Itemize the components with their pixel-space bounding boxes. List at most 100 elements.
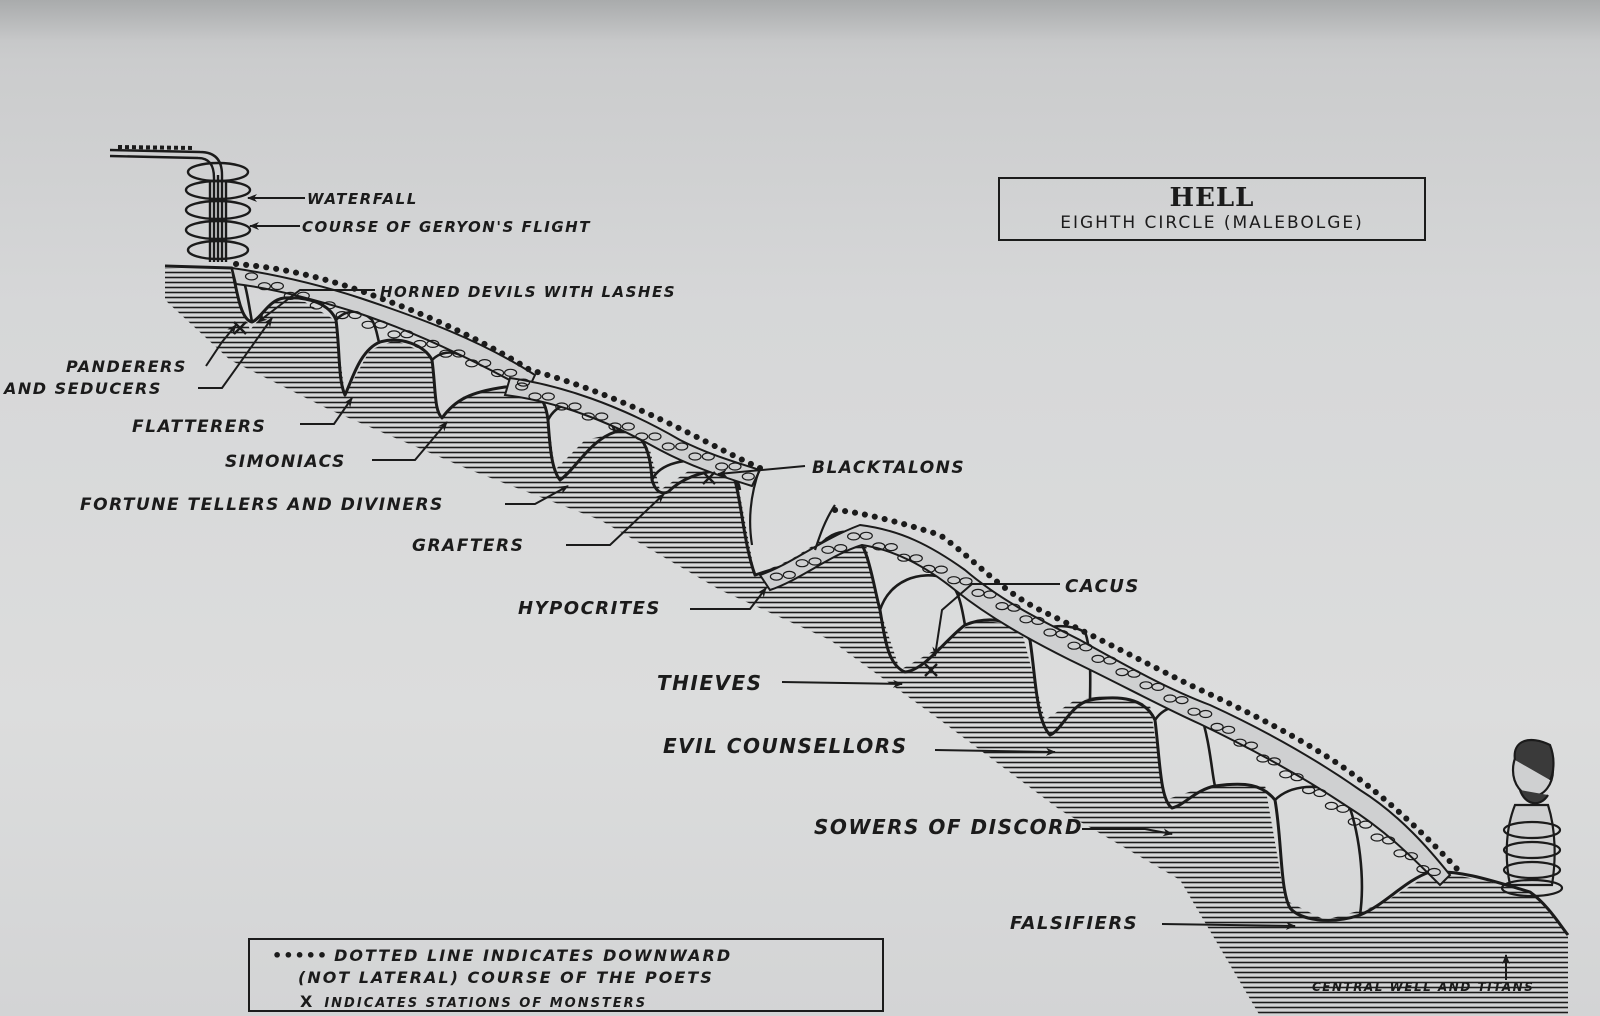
cobble-stone: [846, 532, 861, 541]
legend-box: ••••• DOTTED LINE INDICATES DOWNWARD (NOT…: [248, 938, 884, 1012]
cobble-stone: [322, 301, 336, 310]
label-cacus: CACUS: [1065, 576, 1140, 597]
leader-cacus: [932, 583, 1060, 657]
leader-simoniacs: [372, 421, 448, 461]
cobble-stone: [795, 559, 809, 568]
cobble-stone: [1301, 785, 1316, 795]
cobble-stone: [1370, 833, 1384, 842]
cobble-stone: [782, 570, 796, 580]
cobble-stone: [1175, 695, 1189, 705]
cobble-stone: [1404, 852, 1419, 861]
cobble-stone: [1031, 616, 1045, 626]
cobble-stone: [1233, 738, 1247, 747]
legend-line-1: DOTTED LINE INDICATES DOWNWARD: [334, 946, 733, 965]
legend-line-2: (NOT LATERAL) COURSE OF THE POETS: [298, 968, 714, 987]
cobble-stone: [335, 311, 349, 320]
cobble-stone: [257, 282, 271, 291]
cobble-stone: [621, 422, 635, 431]
cobble-stone: [452, 349, 466, 358]
station-mark-cacus: [924, 663, 938, 677]
title-box: HELL EIGHTH CIRCLE (MALEBOLGE): [998, 177, 1426, 241]
cobble-stone: [348, 310, 362, 320]
cobble-stone: [728, 462, 742, 471]
label-blacktalons: BLACKTALONS: [812, 458, 965, 478]
cobble-stone: [541, 392, 555, 401]
leader-horned-devils: [257, 289, 375, 323]
cobble-stone: [1416, 864, 1430, 874]
cobble-stone: [296, 291, 310, 300]
cobble-stone: [1359, 820, 1373, 829]
cobble-stone: [1290, 773, 1304, 782]
cobble-stone: [283, 291, 297, 300]
cobble-stone: [608, 422, 622, 431]
label-flatterers: FLATTERERS: [132, 417, 266, 437]
cobble-stone: [491, 368, 505, 378]
cobble-stone: [859, 531, 873, 540]
cobble-stone: [1151, 682, 1165, 692]
cobble-stone: [1221, 725, 1236, 734]
cobble-stone: [1079, 643, 1093, 652]
cobble-stone: [635, 432, 649, 441]
label-fortune-tellers: FORTUNE TELLERS AND DIVINERS: [80, 495, 444, 515]
leader-flatterers: [300, 397, 353, 425]
leader-evil-counsellors: [934, 747, 1056, 756]
label-horned-devils: HORNED DEVILS WITH LASHES: [380, 283, 676, 301]
cobble-stone: [374, 320, 388, 329]
cobble-stone: [769, 572, 784, 581]
title-main: HELL: [1169, 183, 1255, 213]
cobble-stone: [1393, 849, 1407, 858]
cobble-stone: [1055, 629, 1069, 639]
cobble-stone: [504, 368, 518, 377]
cobble-stone: [361, 320, 375, 329]
cobble-stone: [909, 554, 923, 563]
legend-x-glyph: X: [300, 992, 315, 1011]
titan-figure: [1500, 738, 1564, 898]
cobble-stone: [648, 432, 662, 441]
cobble-stone: [1007, 603, 1021, 612]
cobble-stone: [688, 452, 702, 461]
label-seducers: AND SEDUCERS: [2, 379, 162, 398]
legend-line-3: INDICATES STATIONS OF MONSTERS: [324, 996, 648, 1011]
cobble-stone: [1127, 669, 1141, 678]
leader-hypocrites: [690, 587, 767, 610]
cobble-stone: [808, 557, 822, 566]
cobble-stone: [741, 472, 755, 481]
leader-falsifiers: [1161, 921, 1296, 930]
cobble-stone: [595, 412, 609, 421]
cobble-stone: [1347, 817, 1361, 826]
label-sowers: SOWERS OF DISCORD: [814, 815, 1083, 839]
cobble-stone: [1256, 754, 1270, 763]
cobble-stone: [478, 359, 492, 368]
cobble-stone: [400, 330, 414, 339]
label-panderers: PANDERERS: [66, 357, 187, 376]
cobble-stone: [1279, 770, 1293, 779]
leader-fortune-tellers: [505, 485, 569, 505]
leader-panderers: [205, 324, 237, 367]
label-thieves: THIEVES: [657, 671, 763, 695]
label-waterfall: WATERFALL: [307, 190, 418, 208]
label-central-well: CENTRAL WELL AND TITANS: [1312, 980, 1534, 994]
cobble-stone: [661, 442, 675, 451]
label-grafters: GRAFTERS: [412, 536, 524, 556]
cobble-stone: [528, 392, 542, 401]
cobble-stone: [555, 402, 569, 411]
legend-dots-glyph: •••••: [272, 946, 329, 965]
cobble-stone: [934, 565, 948, 574]
cobble-stone: [701, 452, 715, 461]
cobble-stone: [1187, 707, 1201, 716]
cobble-stone: [959, 577, 973, 586]
cobble-stone: [1381, 836, 1396, 845]
label-simoniacs: SIMONIACS: [225, 452, 346, 472]
waterfall-illustration: [109, 145, 252, 262]
leader-seducers: [198, 317, 273, 389]
title-sub: EIGHTH CIRCLE (MALEBOLGE): [1060, 213, 1364, 233]
cobble-stone: [568, 402, 582, 411]
label-evil-counsellors: EVIL COUNSELLORS: [663, 734, 908, 758]
cobble-stone: [675, 442, 689, 451]
cobble-stone: [516, 378, 531, 387]
cobble-stone: [1336, 804, 1350, 813]
cobble-stone: [1324, 801, 1339, 811]
cobble-stone: [465, 359, 479, 368]
cobble-stone: [270, 281, 284, 291]
